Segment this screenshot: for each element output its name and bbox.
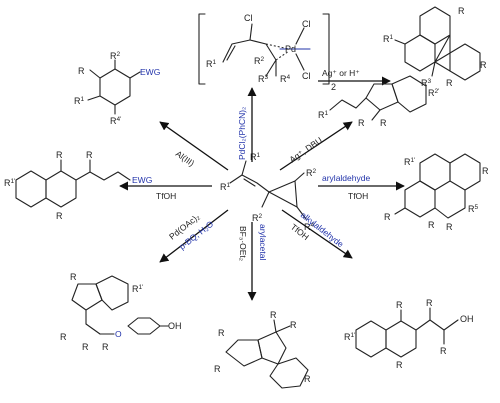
- svg-text:R: R: [480, 60, 487, 70]
- svg-text:R: R: [482, 166, 489, 176]
- cond-mid-right: TfOH: [348, 191, 368, 201]
- svg-text:EWG: EWG: [132, 175, 152, 185]
- svg-text:R3: R3: [258, 74, 269, 84]
- product-upper-right: R1 R2' R R: [318, 75, 439, 128]
- svg-text:R2: R2: [254, 56, 265, 66]
- svg-text:R4': R4': [110, 116, 121, 126]
- label-r2: R2: [252, 213, 263, 223]
- svg-text:R: R: [458, 6, 465, 16]
- reaction-arrows: [119, 76, 405, 301]
- svg-text:R: R: [396, 300, 403, 310]
- cond-top-right: Ag⁺ or H⁺: [322, 68, 360, 78]
- product-upper-left: R2 EWG R R1 R4': [74, 51, 160, 126]
- svg-text:R: R: [304, 374, 311, 384]
- svg-text:R: R: [214, 364, 221, 374]
- svg-text:Cl: Cl: [244, 13, 253, 23]
- svg-text:R: R: [396, 360, 403, 370]
- svg-text:2: 2: [331, 82, 336, 92]
- svg-text:Pd: Pd: [285, 44, 296, 54]
- reaction-conditions: PdCl₂(PhCN)₂ Ag⁺ or H⁺ Al(III) Ag⁺, DBU …: [156, 68, 370, 261]
- product-lower-center: R R R R R: [214, 310, 311, 389]
- svg-text:R: R: [70, 272, 77, 282]
- svg-text:R4: R4: [280, 74, 291, 84]
- cond-upper-right: Ag⁺, DBU: [287, 135, 324, 165]
- svg-text:R: R: [102, 342, 109, 352]
- svg-text:R1': R1': [4, 178, 15, 188]
- svg-text:R: R: [426, 298, 433, 308]
- arrow-upper-right: [279, 121, 353, 171]
- svg-text:R: R: [56, 211, 63, 221]
- svg-text:R: R: [290, 320, 297, 330]
- arrow-lower-right: [281, 209, 353, 259]
- label-r1: R1: [220, 182, 231, 192]
- svg-text:R1': R1': [132, 284, 143, 294]
- cond-upper-left: Al(III): [174, 148, 197, 168]
- svg-text:R3: R3: [421, 78, 432, 88]
- svg-text:R: R: [380, 118, 387, 128]
- cond-mid-right-blue: arylaldehyde: [322, 173, 370, 183]
- cond-lower-center-2: BF₃·OEt₂: [238, 226, 248, 261]
- svg-text:R2': R2': [428, 88, 439, 98]
- svg-text:R1': R1': [344, 332, 355, 342]
- svg-text:R1': R1': [404, 157, 415, 167]
- svg-text:R: R: [218, 328, 225, 338]
- svg-text:R: R: [270, 310, 277, 320]
- svg-text:R1: R1: [74, 96, 85, 106]
- product-lower-right: R1' R R OH R R: [344, 298, 474, 370]
- label-r1: R1: [250, 152, 261, 162]
- svg-text:R: R: [86, 150, 93, 160]
- svg-text:R: R: [358, 118, 365, 128]
- svg-text:R5: R5: [468, 204, 479, 214]
- svg-text:Cl: Cl: [302, 19, 311, 29]
- svg-text:R1: R1: [206, 59, 217, 69]
- svg-text:Cl: Cl: [302, 71, 311, 81]
- arrow-lower-left: [159, 209, 229, 263]
- arrow-upper-left: [159, 121, 229, 171]
- svg-text:OH: OH: [460, 314, 474, 324]
- svg-text:R: R: [82, 342, 89, 352]
- svg-text:R: R: [78, 66, 85, 76]
- product-right: R1' R R R R R5: [384, 153, 489, 232]
- svg-text:EWG: EWG: [140, 67, 160, 77]
- svg-text:O: O: [115, 329, 122, 339]
- svg-text:R: R: [56, 150, 63, 160]
- svg-text:R: R: [428, 220, 435, 230]
- product-left: R1' R R EWG R: [4, 150, 152, 221]
- svg-text:R: R: [446, 222, 453, 232]
- svg-text:R: R: [384, 212, 391, 222]
- label-r2: R2: [306, 168, 317, 178]
- svg-text:R1: R1: [318, 110, 329, 120]
- cond-top-center: PdCl₂(PhCN)₂: [237, 107, 247, 160]
- svg-text:R: R: [446, 78, 453, 88]
- palladium-complex: 2 Cl Pd Cl Cl R1 R2 R3 R4: [198, 13, 336, 92]
- product-top-right: R1 R R3 R R: [383, 6, 487, 88]
- svg-text:R: R: [60, 332, 67, 342]
- svg-text:R2: R2: [110, 51, 121, 61]
- svg-text:R1: R1: [383, 34, 394, 44]
- svg-text:R: R: [440, 346, 447, 356]
- cond-mid-left: TfOH: [156, 191, 176, 201]
- svg-text:OH: OH: [168, 321, 182, 331]
- product-lower-left: R R1' R R R O OH: [60, 272, 182, 352]
- cond-lower-center-1: arylacetal: [258, 224, 268, 260]
